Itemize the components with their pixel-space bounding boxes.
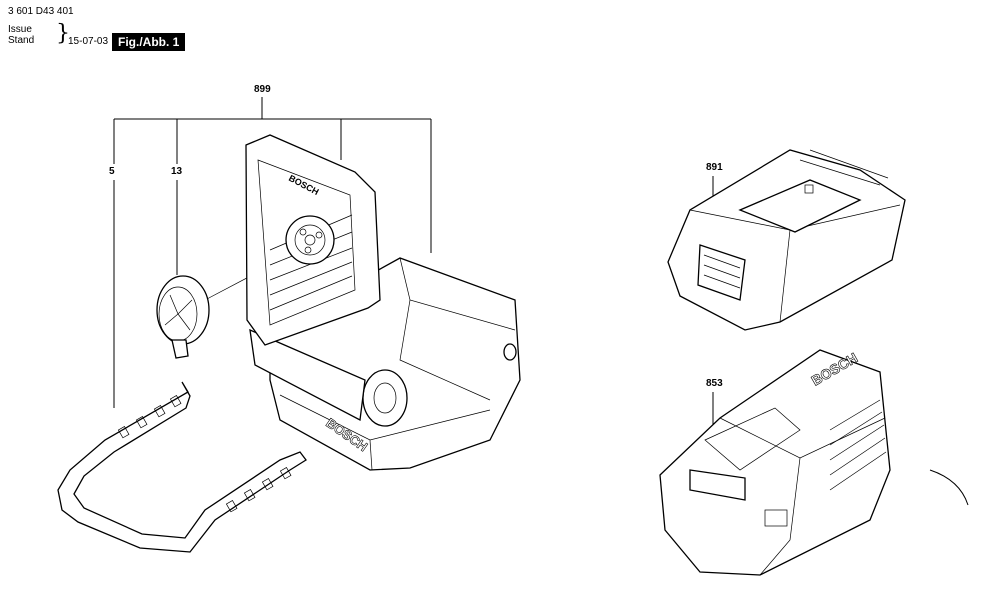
document-number: 3 601 D43 401 xyxy=(8,6,74,17)
callout-891: 891 xyxy=(706,162,723,173)
callout-899: 899 xyxy=(254,84,271,95)
figure-label: Fig./Abb. 1 xyxy=(112,33,186,51)
callout-13: 13 xyxy=(171,166,183,177)
issue-label: Issue xyxy=(8,24,32,35)
callout-5: 5 xyxy=(109,166,115,177)
charger-853: BOSCH xyxy=(659,349,969,576)
strap-part-5 xyxy=(57,381,307,553)
issue-stand-labels: Issue Stand xyxy=(8,24,34,46)
issue-date: 15-07-03 xyxy=(68,36,109,47)
lens-cover-part-13 xyxy=(156,275,210,359)
stand-label: Stand xyxy=(8,35,35,46)
brace-glyph: } xyxy=(56,21,70,46)
lamp-head: BOSCH xyxy=(245,134,381,346)
battery-pack-891 xyxy=(667,149,906,331)
leader-lines xyxy=(113,97,714,425)
callout-853: 853 xyxy=(706,378,723,389)
